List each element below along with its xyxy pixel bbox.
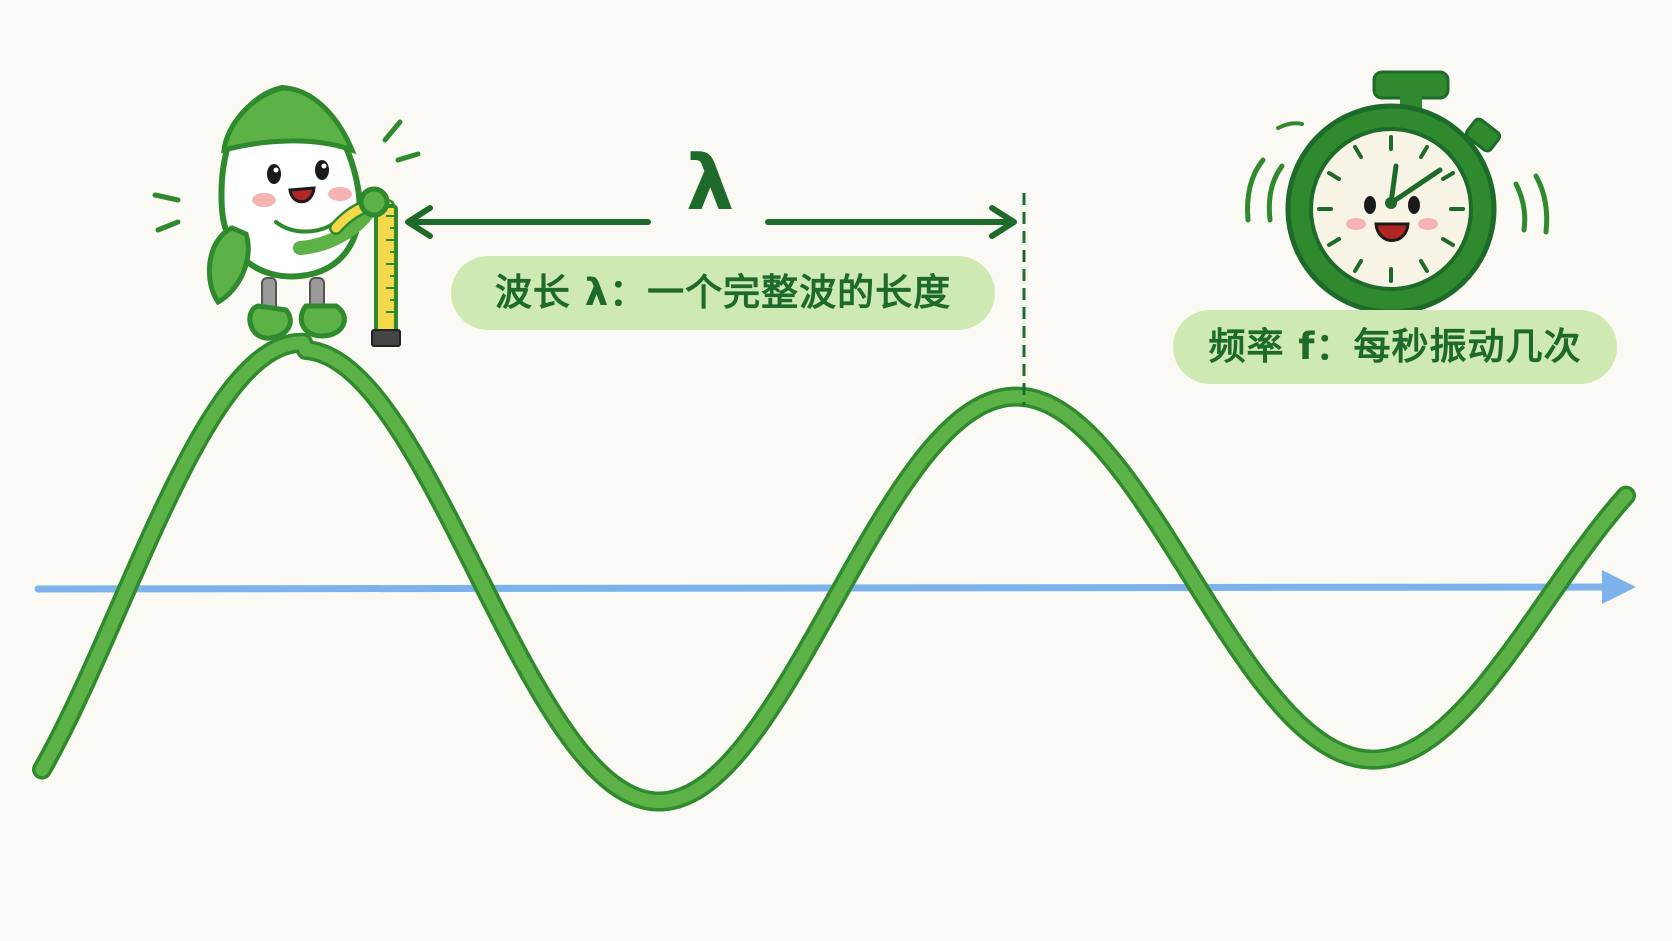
propagation-axis <box>34 570 1636 604</box>
leaf-mascot-icon <box>152 84 421 347</box>
stopwatch-icon <box>1245 70 1550 315</box>
frequency-label: 频率 f：每秒振动几次 <box>1173 310 1617 384</box>
arrow-right-icon <box>989 205 1017 239</box>
wavelength-symbol: λ <box>685 138 735 227</box>
wavelength-arrow <box>405 193 1026 405</box>
arrow-left-icon <box>405 205 433 239</box>
wavelength-label: 波长 λ：一个完整波的长度 <box>451 256 995 330</box>
axis-arrowhead-icon <box>1602 570 1636 604</box>
sine-wave <box>32 332 1636 812</box>
